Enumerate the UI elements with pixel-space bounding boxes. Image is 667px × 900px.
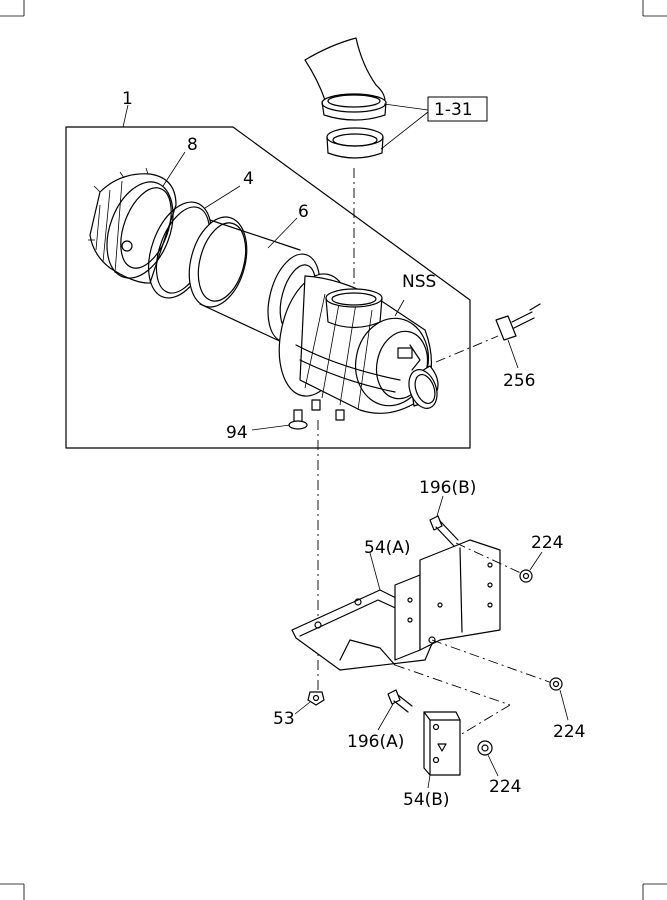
nut-224-upper (519, 569, 533, 583)
nut-224-right (549, 677, 563, 691)
label-cover: 8 (187, 135, 198, 155)
label-bolt-a: 196(A) (347, 732, 404, 752)
label-gasket: 4 (243, 169, 254, 189)
label-nut-lower: 224 (489, 777, 521, 797)
air-cleaner-cover (88, 167, 177, 284)
nut-224-lower (477, 740, 493, 756)
bolt-196a (387, 689, 413, 713)
air-cleaner-body (278, 273, 439, 421)
label-sensor: 256 (503, 371, 535, 391)
label-nut-right: 224 (553, 722, 585, 742)
bolt-196b (429, 515, 459, 547)
restriction-sensor (495, 303, 541, 341)
label-nut-upper: 224 (531, 533, 563, 553)
ref-box-frame (427, 96, 488, 122)
label-bracket-b: 54(B) (403, 790, 450, 810)
mount-bolt-94 (288, 409, 308, 430)
bracket-54b (423, 711, 461, 776)
label-bracket-a: 54(A) (364, 538, 411, 558)
intake-hose (304, 37, 387, 159)
label-ref-box: 1-31 (434, 100, 473, 120)
label-nss: NSS (402, 272, 436, 292)
label-mount-bolt: 94 (226, 423, 248, 443)
label-element: 6 (298, 202, 309, 222)
bracket-54a (291, 539, 501, 671)
nut-53 (307, 691, 325, 706)
label-assembly: 1 (122, 89, 133, 109)
label-bolt-b: 196(B) (419, 478, 476, 498)
label-nut-53: 53 (273, 709, 295, 729)
assembly-outline (65, 126, 471, 449)
